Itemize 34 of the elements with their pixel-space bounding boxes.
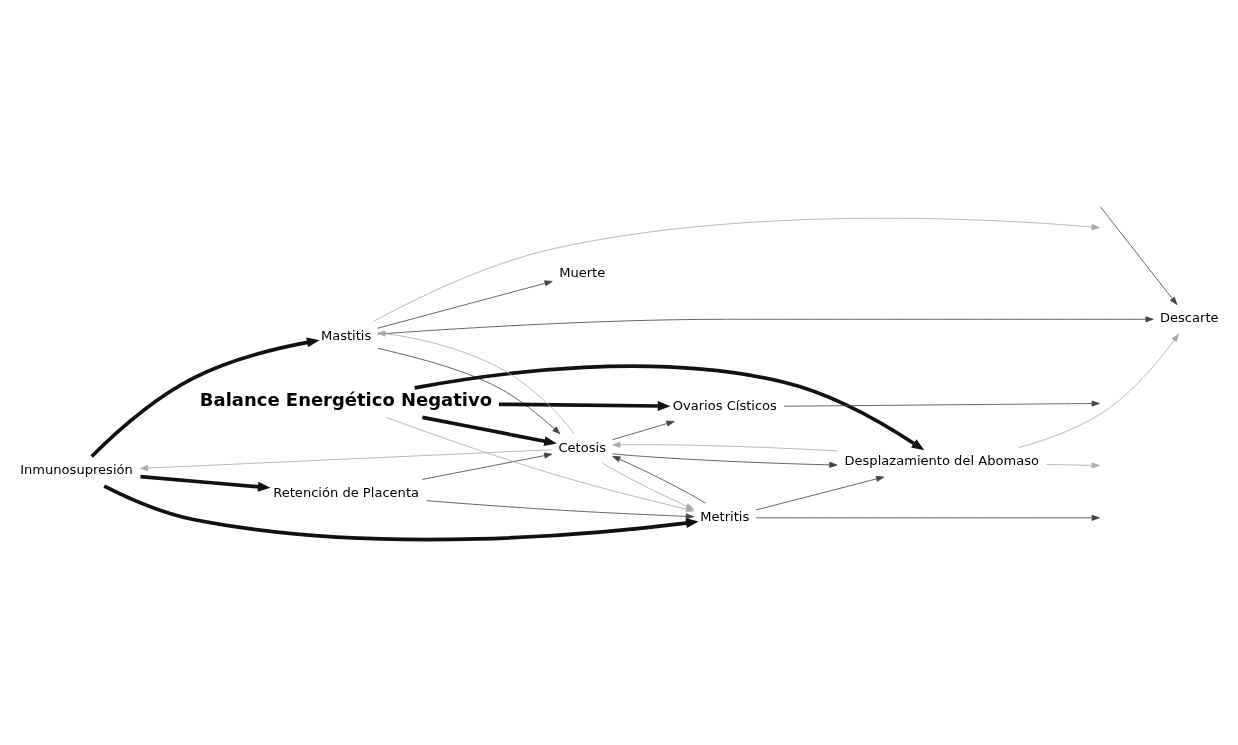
arrow bbox=[140, 448, 553, 471]
arrow bbox=[612, 420, 675, 440]
arrow bbox=[783, 400, 1100, 407]
arrow bbox=[612, 455, 706, 504]
arrow bbox=[90, 337, 320, 458]
node-text: Inmunosupresión bbox=[20, 461, 133, 477]
arrow bbox=[414, 364, 925, 450]
arrow bbox=[601, 462, 694, 509]
arrow bbox=[372, 217, 1100, 322]
arrow bbox=[140, 474, 271, 492]
arrow bbox=[1046, 461, 1100, 468]
arrow bbox=[377, 347, 561, 434]
arrow bbox=[612, 452, 838, 468]
arrow bbox=[422, 415, 557, 446]
arrow bbox=[755, 475, 885, 510]
node-text: Cetosis bbox=[558, 439, 606, 454]
node-text: Retención de Placenta bbox=[273, 484, 420, 500]
arrow bbox=[377, 315, 1154, 335]
arrow bbox=[377, 279, 553, 329]
arrow bbox=[422, 452, 553, 480]
arrow bbox=[612, 441, 838, 451]
arrow bbox=[1018, 333, 1179, 448]
arrow bbox=[498, 400, 671, 411]
arrow bbox=[1099, 205, 1178, 305]
node-text: Muerte bbox=[559, 264, 606, 280]
node-text: Metritis bbox=[700, 508, 750, 524]
node-text: Descarte bbox=[1159, 309, 1219, 325]
node-text: Desplazamiento del Abomaso bbox=[844, 452, 1039, 468]
arrow bbox=[377, 330, 575, 434]
node-text: Ovarios Císticos bbox=[672, 397, 777, 413]
arrow bbox=[103, 483, 699, 541]
node-text: Balance Energético Negativo bbox=[199, 388, 493, 410]
node-text: Mastitis bbox=[320, 327, 372, 343]
arrow bbox=[755, 514, 1100, 521]
